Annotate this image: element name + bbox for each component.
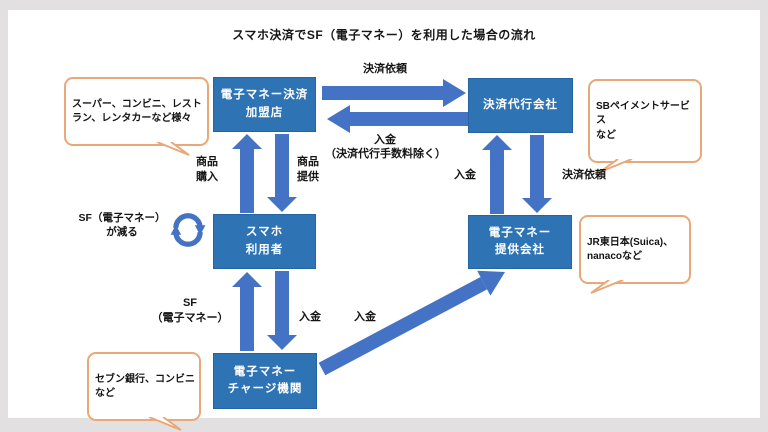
- callout-charger-text: セブン銀行、コンビニ など: [95, 373, 195, 400]
- arrow-deposit-top: [327, 105, 468, 133]
- callout-agency-examples: SBペイメントサービス など: [588, 79, 702, 173]
- label-deposit-diagonal: 入金: [354, 311, 376, 323]
- node-smartphone-user: スマホ 利用者: [213, 214, 316, 269]
- diagram-title: スマホ決済でSF（電子マネー）を利用した場合の流れ: [232, 28, 536, 42]
- arrow-payment-request-top: [322, 79, 466, 107]
- label-deposit-right: 入金: [454, 169, 476, 181]
- callout-merchant-examples: スーパー、コンビニ、レスト ラン、レンタカーなど様々: [64, 77, 209, 156]
- arrow-deposit-diagonal: [318, 270, 505, 376]
- callout-tail: [156, 142, 190, 156]
- callout-tail: [148, 417, 182, 431]
- callout-tail: [590, 280, 624, 294]
- label-goods-provide: 商品 提供: [297, 156, 319, 183]
- label-payment-request-top: 決済依頼: [363, 63, 407, 75]
- callout-provider-examples: JR東日本(Suica)、 nanacoなど: [579, 215, 691, 294]
- node-emoney-charge-org: 電子マネー チャージ機関: [213, 353, 317, 409]
- node-emoney-merchant: 電子マネー決済 加盟店: [213, 77, 316, 132]
- arrow-goods-purchase-up: [232, 134, 262, 213]
- label-deposit-fee-note: （決済代行手数料除く）: [325, 148, 446, 160]
- node-emoney-provider: 電子マネー 提供会社: [468, 215, 572, 269]
- callout-agency-text: SBペイメントサービス など: [596, 100, 690, 141]
- arrow-deposit-right-up: [482, 135, 512, 214]
- callout-tail: [599, 158, 633, 173]
- label-sf-decrease: SF（電子マネー） が減る: [78, 212, 166, 239]
- label-deposit-top: 入金: [374, 134, 396, 146]
- arrow-sf-up: [232, 272, 262, 351]
- callout-provider-text: JR東日本(Suica)、 nanacoなど: [587, 236, 674, 263]
- arrow-goods-provide-down: [267, 134, 297, 212]
- callout-charger-examples: セブン銀行、コンビニ など: [87, 352, 201, 431]
- label-payment-request-right: 決済依頼: [562, 169, 606, 181]
- arrow-deposit-bottom-down: [267, 271, 297, 350]
- callout-merchant-text: スーパー、コンビニ、レスト ラン、レンタカーなど様々: [72, 98, 202, 125]
- node-payment-agency: 決済代行会社: [468, 78, 573, 133]
- label-deposit-bottom: 入金: [299, 311, 321, 323]
- label-sf-emoney: SF （電子マネー）: [151, 297, 229, 324]
- label-goods-purchase: 商品 購入: [196, 156, 218, 183]
- refresh-cycle-icon: [170, 213, 206, 247]
- arrow-payment-request-right-down: [522, 135, 552, 213]
